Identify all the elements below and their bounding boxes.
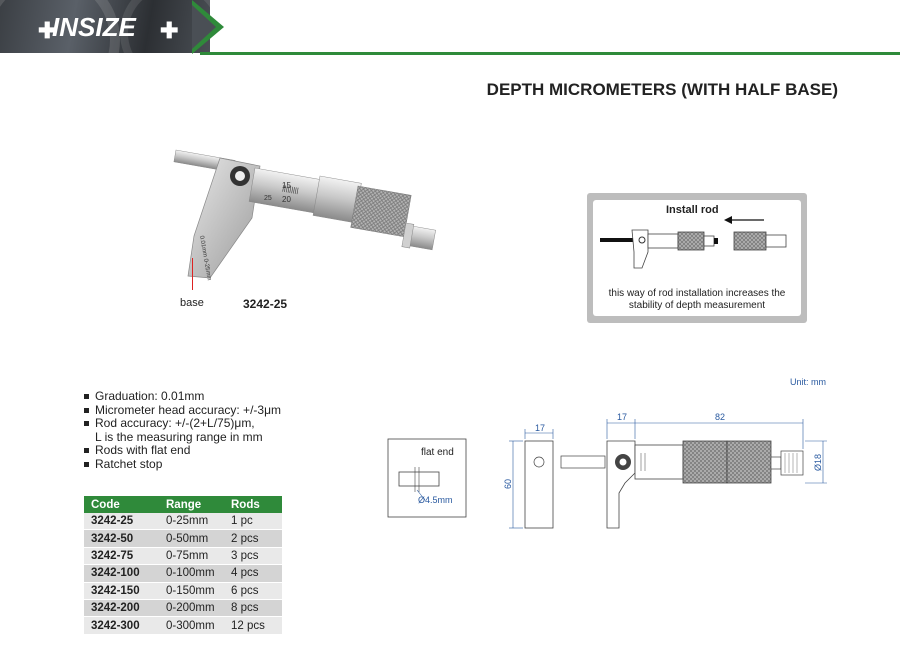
rod-diameter-label: Ø4.5mm [418, 495, 453, 505]
install-rod-title: Install rod [666, 204, 719, 216]
feature-item: Rods with flat end [84, 444, 281, 458]
cell-code: 3242-150 [84, 582, 159, 600]
flat-end-label: flat end [421, 447, 454, 458]
unit-label: Unit: mm [790, 377, 826, 387]
cell-rods: 12 pcs [224, 616, 282, 635]
arrow-left-icon [724, 216, 732, 224]
svg-text:|||||||||: ||||||||| [282, 185, 300, 195]
table-header-row: Code Range Rods [84, 496, 282, 513]
cell-code: 3242-25 [84, 513, 159, 531]
base-callout-line [192, 258, 193, 290]
cell-code: 3242-100 [84, 564, 159, 583]
spec-table: Code Range Rods 3242-25 0-25mm 1 pc 3242… [84, 496, 282, 635]
cell-code: 3242-50 [84, 529, 159, 548]
cell-range: 0-200mm [159, 599, 224, 618]
header-rule [200, 52, 900, 55]
cell-code: 3242-300 [84, 616, 159, 635]
cell-rods: 6 pcs [224, 582, 282, 600]
table-row: 3242-75 0-75mm 3 pcs [84, 547, 282, 566]
cell-rods: 8 pcs [224, 599, 282, 618]
product-image: ||||||||| 15 20 25 0.01mm 0-25mm [173, 149, 436, 281]
head-diameter-dimension: Ø18 [813, 454, 823, 471]
base-label: base [180, 297, 204, 309]
brand-logo: INSIZE [52, 12, 136, 42]
column-header-code: Code [84, 496, 159, 513]
cell-rods: 4 pcs [224, 564, 282, 583]
cell-rods: 3 pcs [224, 547, 282, 566]
feature-item-continuation: L is the measuring range in mm [95, 429, 263, 444]
feature-list: Graduation: 0.01mm Micrometer head accur… [84, 389, 281, 472]
feature-item: Ratchet stop [84, 457, 281, 472]
table-row: 3242-150 0-150mm 6 pcs [84, 582, 282, 600]
cell-range: 0-150mm [159, 582, 224, 600]
header: ✚ INSIZE ✚ [0, 0, 900, 56]
table-row: 3242-100 0-100mm 4 pcs [84, 564, 282, 583]
cell-range: 0-50mm [159, 529, 224, 548]
base-width-dimension: 17 [535, 423, 545, 433]
cell-range: 0-25mm [159, 513, 224, 531]
head-length-dimension: 82 [715, 412, 725, 422]
cell-rods: 1 pc [224, 513, 282, 531]
head-scale-label: 25 [264, 195, 272, 202]
page-title: DEPTH MICROMETERS (WITH HALF BASE) [486, 80, 838, 99]
table-row: 3242-25 0-25mm 1 pc [84, 513, 282, 531]
feature-item: Rod accuracy: +/-(2+L/75)μm, [84, 417, 281, 431]
cell-code: 3242-75 [84, 547, 159, 566]
frame-width-dimension: 17 [617, 412, 627, 422]
feature-item: Graduation: 0.01mm [84, 389, 281, 404]
cell-code: 3242-200 [84, 599, 159, 618]
cell-range: 0-75mm [159, 547, 224, 566]
cell-range: 0-300mm [159, 616, 224, 635]
cell-rods: 2 pcs [224, 529, 282, 548]
cell-range: 0-100mm [159, 564, 224, 583]
head-scale-label: 15 [282, 181, 291, 190]
column-header-rods: Rods [224, 496, 282, 513]
column-header-range: Range [159, 496, 224, 513]
install-rod-diagram [600, 216, 787, 269]
dimension-drawing: flat end Ø4.5mm 17 60 17 82 Ø18 [387, 412, 827, 529]
base-height-dimension: 60 [503, 479, 513, 489]
header-banner [0, 0, 210, 53]
logo-plus-icon: ✚ [38, 18, 57, 43]
head-scale-label: 20 [282, 195, 291, 204]
frame-front-view [606, 440, 636, 529]
header-arrow-inner [192, 5, 216, 49]
feature-item: Micrometer head accuracy: +/-3μm [84, 403, 281, 418]
base-side-view [524, 440, 554, 529]
install-rod-caption: this way of rod installation increases t… [608, 288, 786, 311]
logo-plus-icon: ✚ [160, 18, 179, 43]
table-row: 3242-300 0-300mm 12 pcs [84, 616, 282, 635]
product-code: 3242-25 [243, 297, 288, 311]
install-rod-panel-inner [593, 200, 801, 316]
table-row: 3242-200 0-200mm 8 pcs [84, 599, 282, 618]
table-row: 3242-50 0-50mm 2 pcs [84, 529, 282, 548]
